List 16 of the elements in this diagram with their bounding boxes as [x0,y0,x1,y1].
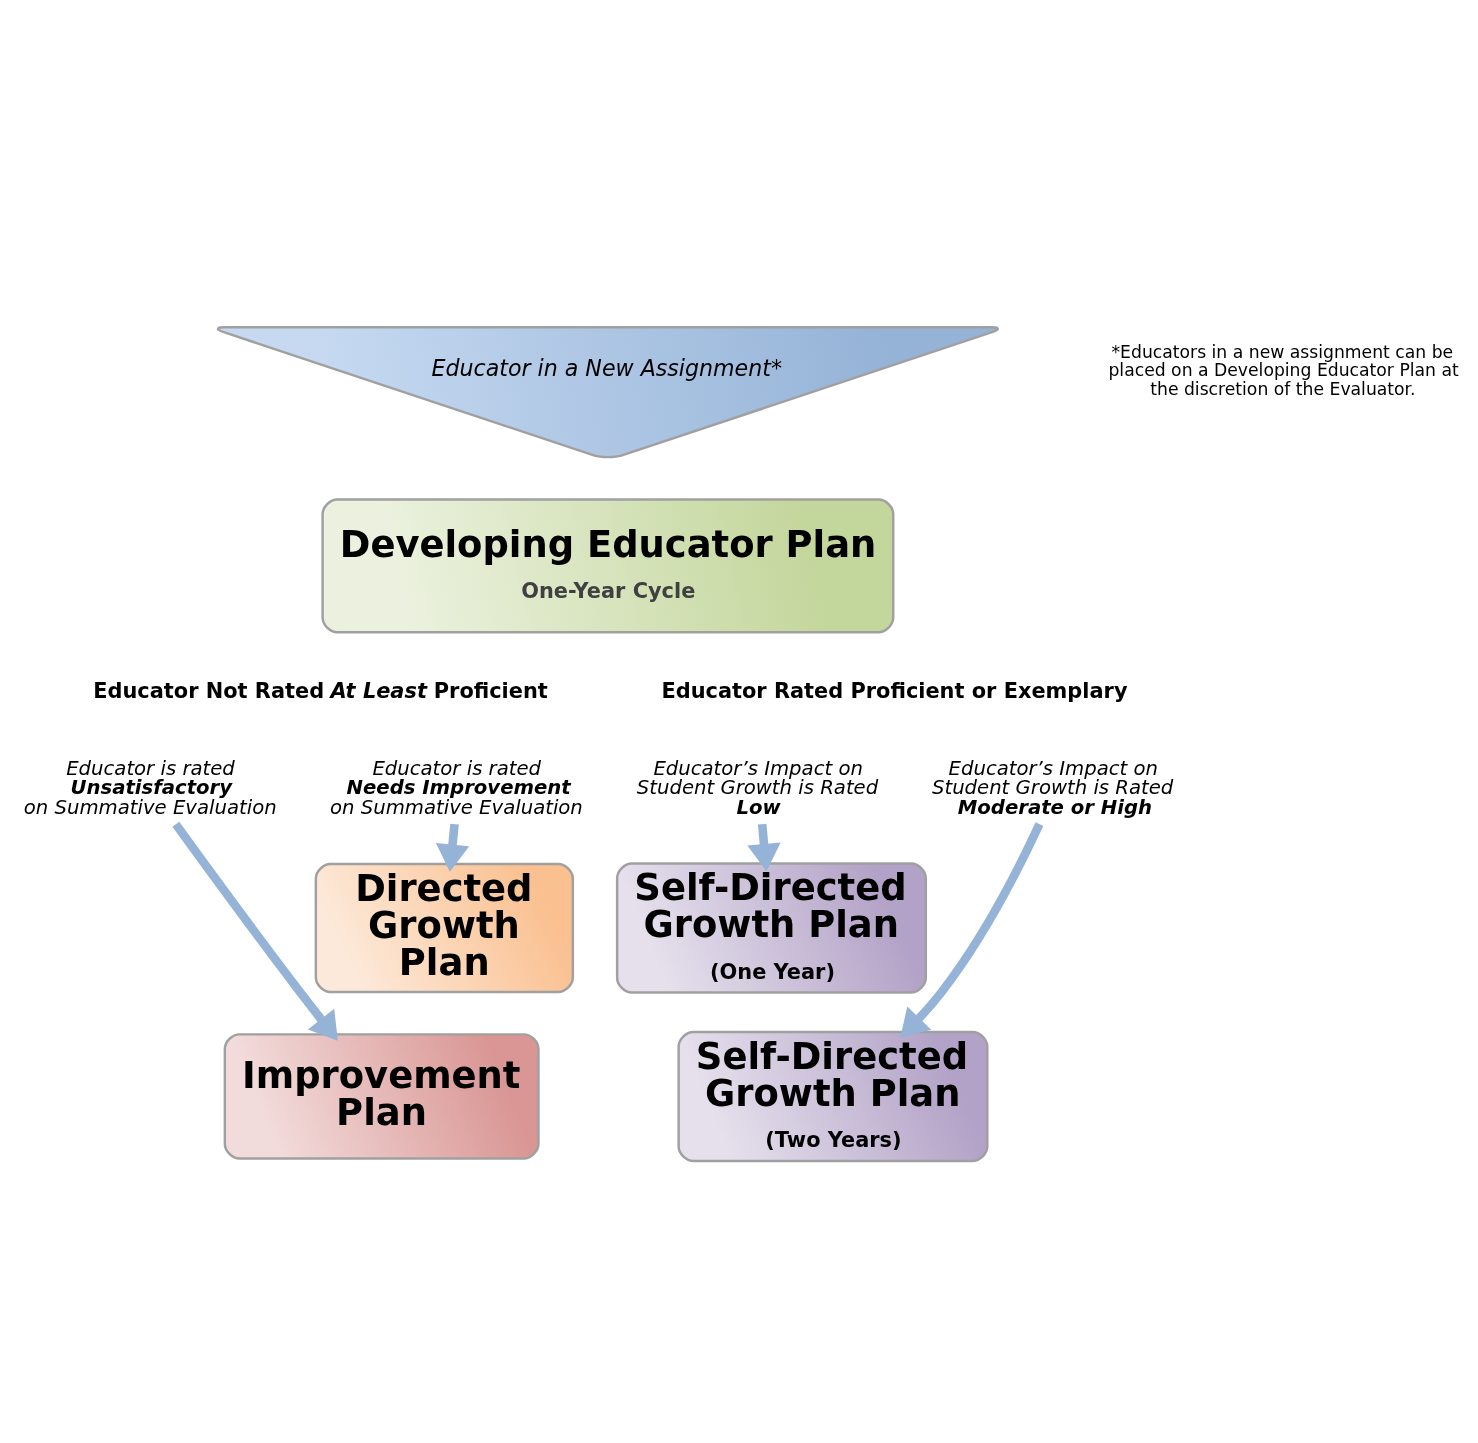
node-box: Developing Educator Plan One-Year Cycle [320,497,894,633]
arrow [171,821,338,1041]
node-box: Self-Directed Growth Plan (Two Years) [676,1030,989,1162]
node-text: Educator’s Impact on Student Growth is Rated Moderate or High [931,756,1173,819]
node-text: Educator is rated Unsatisfactory on Summative Evaluation [23,756,277,819]
arrow [899,821,1043,1038]
label: Educator Rated Proficient or Exemplary [660,678,1127,703]
arrow [746,823,781,871]
arrow [435,823,469,872]
node-text: Educator’s Impact on Student Growth is Rated Low [636,756,878,819]
label: *Educators in a new assignment can be placed on a Developing Educator Plan at the discretion of the Evaluator. [1107,341,1459,398]
label: Educator Not Rated At Least Proficient [92,678,548,703]
node-text: Educator is rated Needs Improvement on Summative Evaluation [329,756,583,819]
node-box: Self-Directed Growth Plan (One Year) [615,861,927,994]
node-box: Directed Growth Plan [314,862,574,993]
node-box: Improvement Plan [223,1032,540,1160]
